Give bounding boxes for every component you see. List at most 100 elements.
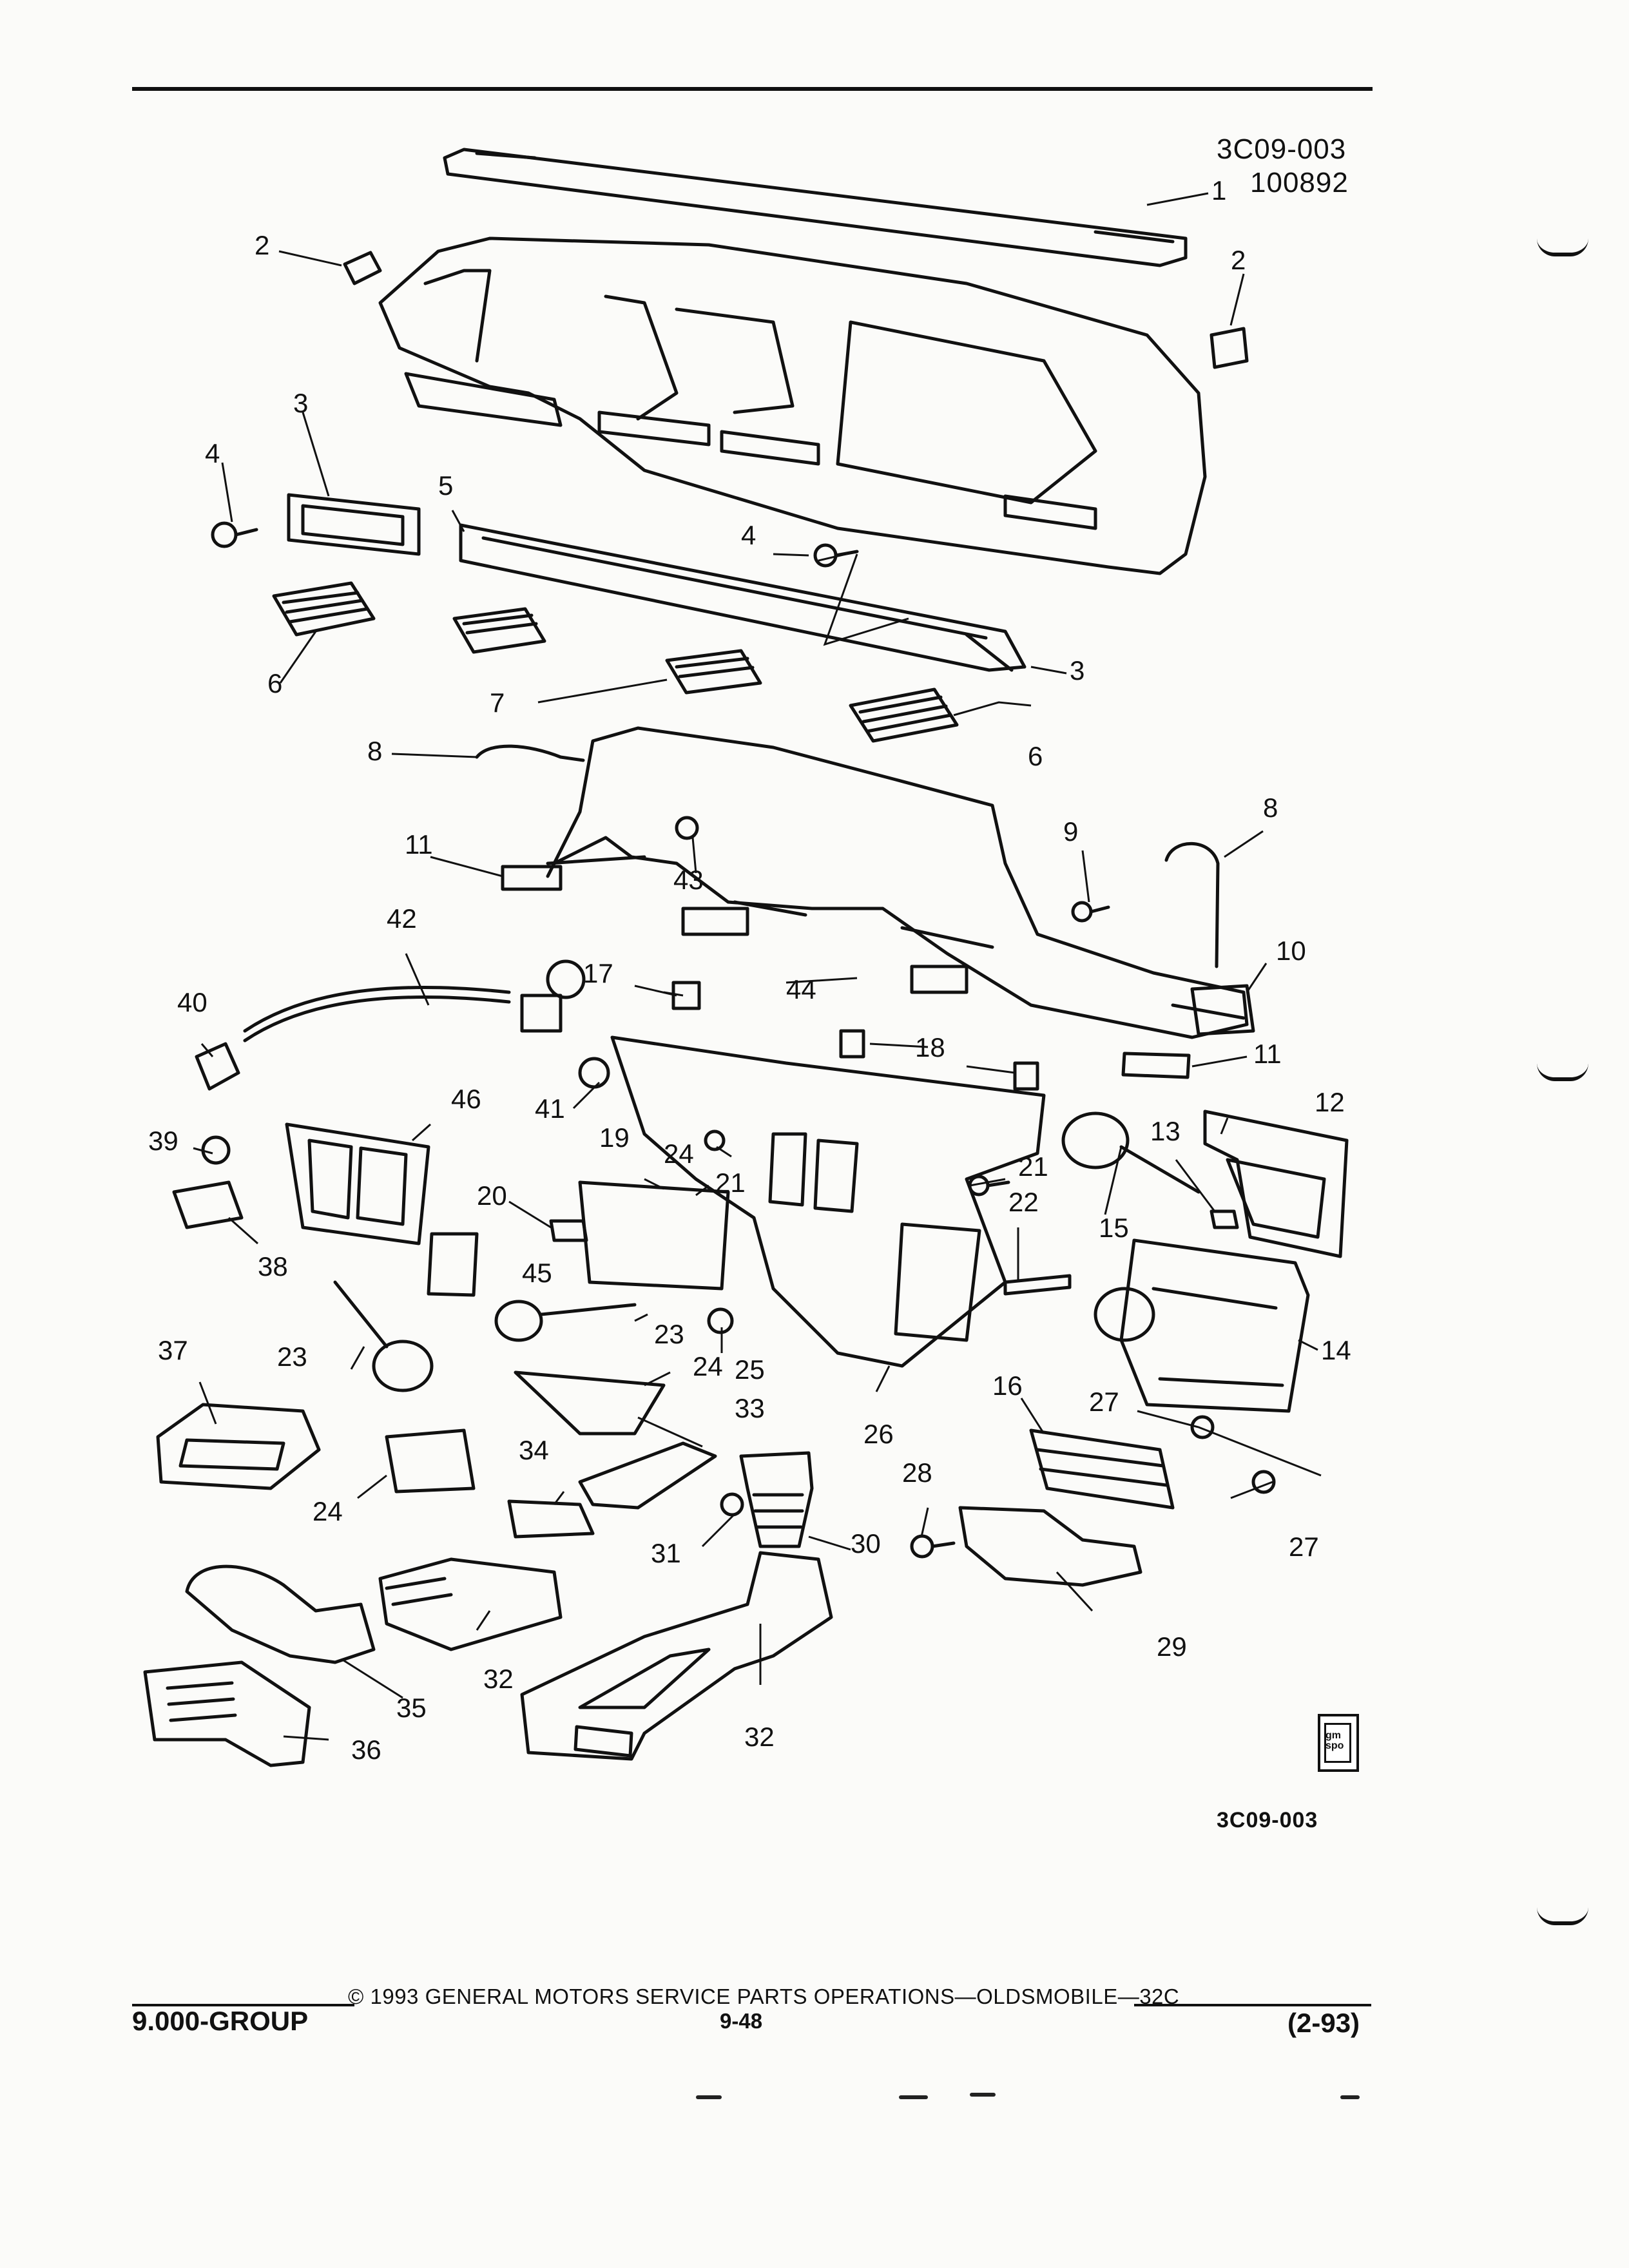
part-35-duct [185, 1564, 376, 1664]
callout-2: 2 [1231, 245, 1246, 275]
part-36-outlet [143, 1660, 311, 1767]
callout-21: 21 [1018, 1151, 1048, 1182]
scan-artifact [899, 2095, 928, 2099]
top-rule [132, 87, 1373, 91]
part-7-louver-a [452, 607, 546, 654]
part-33-cover [578, 1441, 717, 1510]
callout-4: 4 [205, 438, 220, 468]
callout-11: 11 [405, 829, 433, 860]
date-code: 100892 [1250, 167, 1349, 198]
callout-18: 18 [915, 1032, 945, 1062]
callout-26: 26 [863, 1419, 894, 1449]
callout-7: 7 [490, 687, 505, 718]
callout-30: 30 [851, 1528, 881, 1559]
callout-10: 10 [1276, 936, 1306, 966]
part-44-insert-a [681, 907, 749, 936]
part-4-screw-left [211, 521, 258, 548]
callout-41: 41 [535, 1093, 565, 1124]
callout-9: 9 [1063, 816, 1078, 847]
callout-29: 29 [1157, 1631, 1187, 1662]
part-11-insert-left [501, 865, 563, 891]
callout-28: 28 [902, 1457, 932, 1488]
callout-33: 33 [735, 1393, 765, 1423]
callout-24: 24 [313, 1496, 343, 1526]
part-28-screw [910, 1534, 956, 1559]
callout-17: 17 [583, 958, 613, 988]
revision-date: (2-93) [1287, 2008, 1360, 2038]
callout-42: 42 [387, 903, 417, 934]
part-17-clip [671, 981, 701, 1010]
callout-34: 34 [519, 1435, 549, 1465]
figure-code-top: 3C09-003 [1217, 133, 1347, 165]
part-19-nut [578, 1057, 610, 1089]
part-air-distribution-duct [546, 726, 1249, 1039]
callout-20: 20 [477, 1180, 507, 1211]
callout-45: 45 [522, 1258, 552, 1288]
callout-4: 4 [741, 520, 756, 550]
part-2-side-vent-left [343, 251, 382, 285]
callout-22: 22 [1008, 1187, 1039, 1217]
scan-edge-mark [1537, 238, 1588, 256]
scan-edge-mark [1537, 1907, 1588, 1925]
scan-edge-mark [1537, 1063, 1588, 1081]
part-46-outlet [285, 1122, 430, 1245]
callout-27: 27 [1089, 1387, 1119, 1417]
callout-24: 24 [693, 1351, 723, 1381]
part-24-door-c [385, 1428, 476, 1494]
part-8-hose-right [1164, 841, 1220, 968]
part-21-screw-a [704, 1129, 726, 1151]
part-39-screw [201, 1135, 231, 1165]
callout-46: 46 [451, 1084, 481, 1114]
part-15-actuator [1061, 1111, 1200, 1194]
callout-24: 24 [664, 1139, 694, 1169]
part-3-bezel-left [287, 493, 421, 556]
part-32-rear-duct-right [520, 1551, 833, 1761]
part-24-door-b [514, 1370, 666, 1436]
scan-artifact [970, 2093, 996, 2097]
callout-8: 8 [1263, 793, 1278, 823]
part-instrument-panel [378, 236, 1207, 575]
callout-14: 14 [1321, 1335, 1351, 1365]
part-18-clip-a [839, 1029, 865, 1059]
callout-5: 5 [438, 470, 453, 501]
callout-39: 39 [148, 1126, 178, 1156]
callout-12: 12 [1315, 1087, 1345, 1117]
part-38-sensor [172, 1180, 244, 1229]
callout-19: 19 [599, 1122, 630, 1153]
callout-23: 23 [277, 1341, 307, 1372]
callout-32: 32 [744, 1722, 775, 1752]
part-31-screw [720, 1492, 744, 1517]
scan-artifact [1340, 2095, 1360, 2099]
callout-15: 15 [1099, 1213, 1129, 1243]
part-8-hose-left [475, 744, 585, 762]
part-30-boot [739, 1451, 814, 1548]
figure-code-bottom: 3C09-003 [1217, 1808, 1318, 1832]
part-32-rear-duct-left [378, 1557, 563, 1651]
page-number: 9-48 [720, 2009, 763, 2033]
callout-36: 36 [351, 1735, 381, 1765]
leader-lines [193, 192, 1322, 1741]
part-22-rod [1003, 1274, 1072, 1296]
copyright-line: © 1993 GENERAL MOTORS SERVICE PARTS OPER… [348, 1984, 1180, 2008]
part-10-outlet [1190, 984, 1255, 1036]
part-1-defroster-grille [443, 148, 1188, 267]
part-27-screw-a [1190, 1415, 1215, 1439]
part-2-side-vent-right [1210, 327, 1249, 369]
callout-21: 21 [715, 1168, 746, 1198]
gm-spo-logo: gm spo [1318, 1714, 1359, 1772]
part-27-screw-b [1251, 1470, 1276, 1494]
callout-13: 13 [1150, 1116, 1181, 1146]
callout-23: 23 [654, 1319, 684, 1349]
part-24-door-a [578, 1180, 730, 1291]
part-29-housing [958, 1506, 1142, 1587]
callout-31: 31 [651, 1538, 681, 1568]
footer-rule-left [132, 2004, 354, 2006]
part-4-screw-center [813, 543, 859, 568]
callout-38: 38 [258, 1251, 288, 1282]
callout-6: 6 [267, 668, 282, 698]
callout-8: 8 [367, 736, 382, 766]
part-34-adapter [507, 1499, 595, 1539]
part-23-actuator-b [494, 1300, 637, 1342]
part-20-clip [549, 1219, 588, 1242]
